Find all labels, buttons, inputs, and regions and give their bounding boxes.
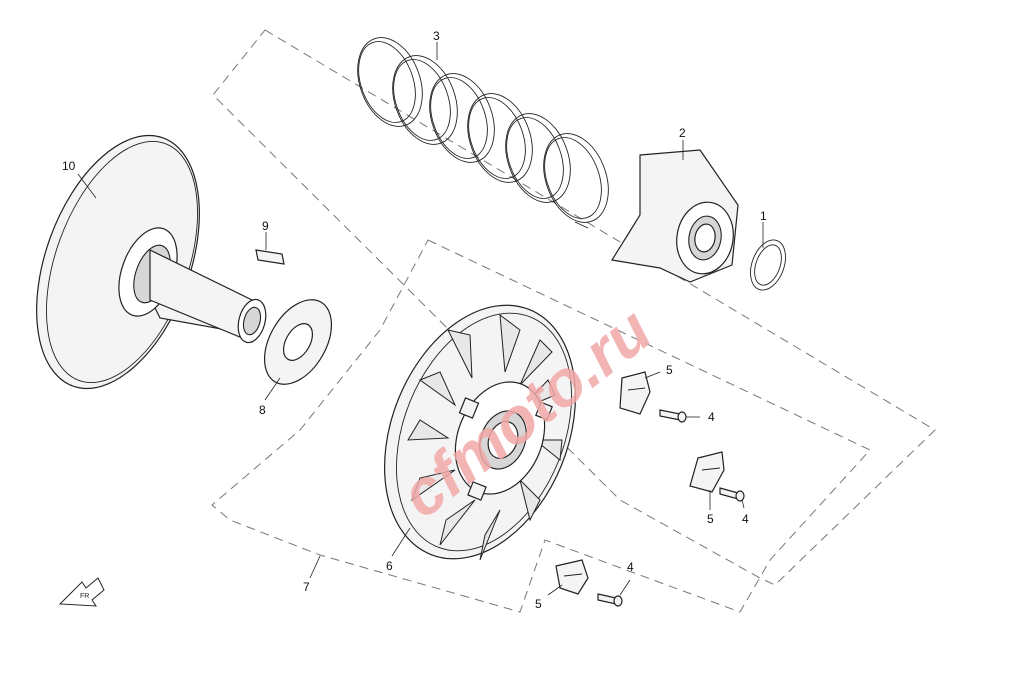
leader-lines	[77, 42, 764, 596]
callout-9: 9	[262, 219, 269, 233]
callout-6: 6	[386, 559, 393, 573]
callout-5c: 5	[535, 597, 542, 611]
callout-7: 7	[303, 580, 310, 594]
front-arrow-icon: FR	[58, 577, 105, 607]
callout-5b: 5	[707, 512, 714, 526]
bolt-part-4-a	[659, 409, 687, 423]
circlip-part-1	[750, 239, 786, 291]
callout-2: 2	[679, 126, 686, 140]
movable-sheave-part-6	[383, 304, 577, 561]
group-boundary-7	[211, 239, 871, 613]
spring-part-3	[357, 37, 609, 229]
bolt-part-4-b	[719, 487, 745, 502]
slider-part-5-c	[555, 559, 589, 595]
callout-1: 1	[760, 209, 767, 223]
callout-5a: 5	[666, 363, 673, 377]
fixed-sheave-part-10	[36, 134, 267, 390]
callout-4c: 4	[627, 560, 634, 574]
slider-part-5-b	[689, 451, 725, 493]
key-part-9	[255, 249, 285, 265]
callout-3: 3	[433, 29, 440, 43]
group-boundary-upper	[212, 29, 936, 586]
washer-part-8	[263, 299, 333, 385]
ramp-plate-part-2	[611, 149, 739, 283]
callout-4b: 4	[742, 512, 749, 526]
bolt-part-4-c	[597, 593, 623, 607]
callout-8: 8	[259, 403, 266, 417]
callout-10: 10	[62, 159, 76, 173]
front-arrow-label: FR	[80, 593, 89, 600]
slider-part-5-a	[619, 371, 651, 415]
callout-4a: 4	[708, 410, 715, 424]
